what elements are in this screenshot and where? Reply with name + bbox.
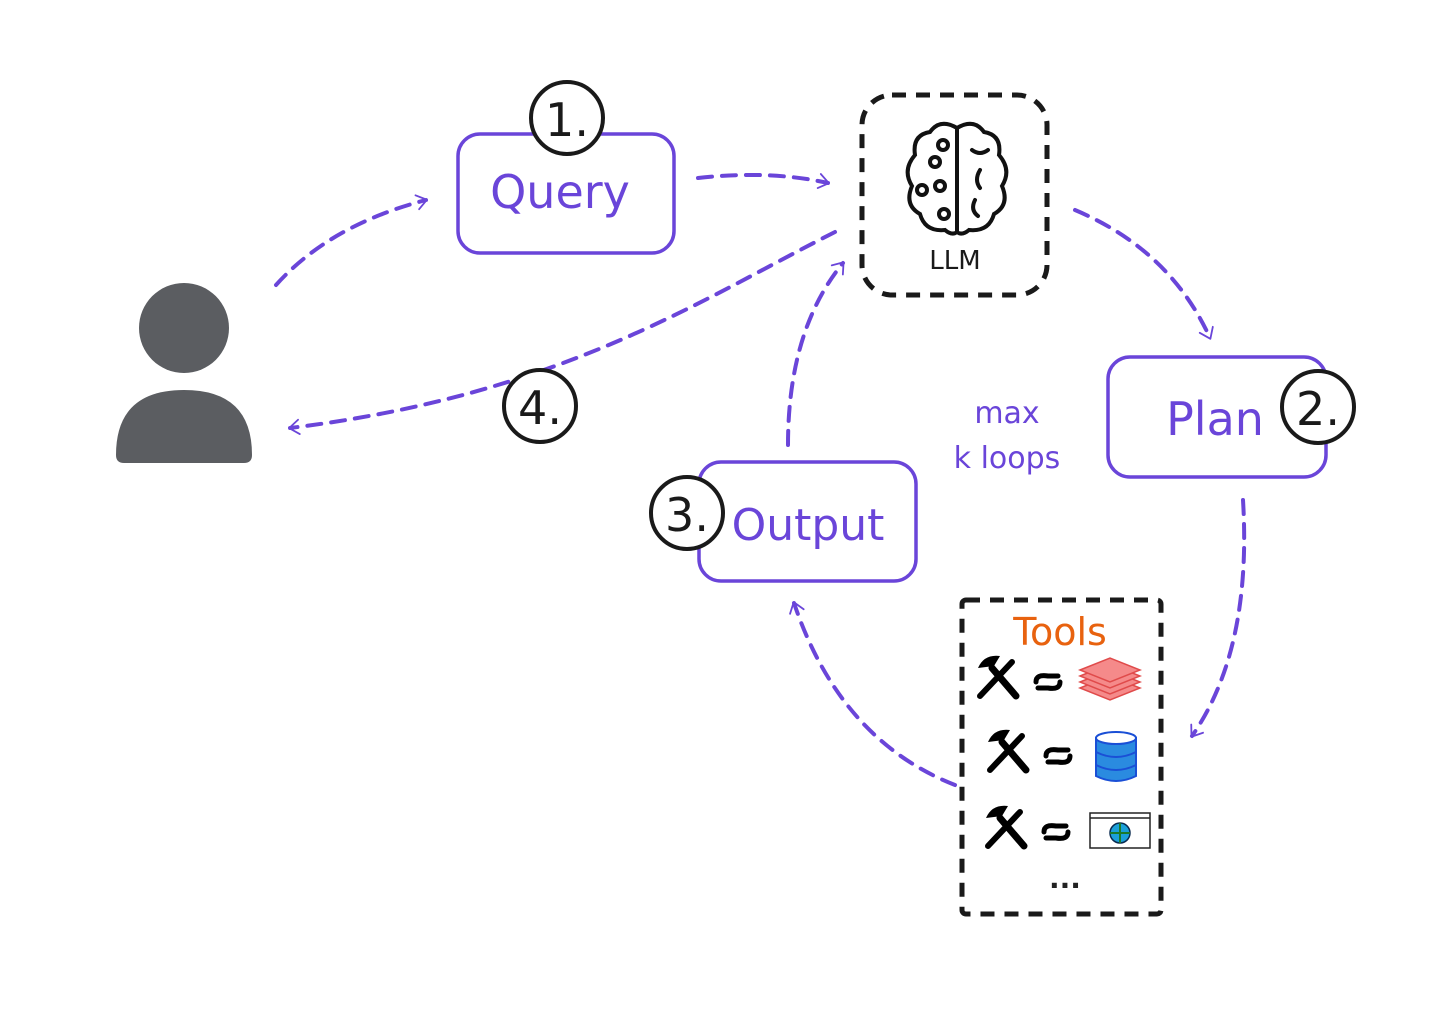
tools-title: Tools <box>1012 610 1107 654</box>
sync-icon <box>1043 747 1073 765</box>
arrow-tools-to-output <box>789 601 957 787</box>
hammer-wrench-icon <box>977 655 1020 700</box>
arrow-query-to-llm <box>696 172 830 189</box>
step-2-label: 2. <box>1296 382 1340 436</box>
arrow-llm-to-plan <box>1073 208 1214 340</box>
plan-label: Plan <box>1166 392 1264 446</box>
tools-more: ... <box>1049 862 1081 895</box>
sync-icon <box>1041 823 1071 841</box>
output-label: Output <box>732 500 885 551</box>
step-3-badge <box>649 475 725 551</box>
query-label: Query <box>490 165 630 219</box>
web-browser-icon <box>1089 812 1151 849</box>
step-4-label: 4. <box>518 381 562 435</box>
step-3-label: 3. <box>665 488 709 542</box>
arrow-user-to-query <box>274 194 428 287</box>
arrow-output-to-llm <box>786 261 845 447</box>
step-1-badge <box>529 80 605 156</box>
sync-icon <box>1033 673 1063 691</box>
step-2-badge <box>1280 369 1356 445</box>
loop-note-max: max <box>974 396 1039 431</box>
arrow-plan-to-tools <box>1190 498 1247 738</box>
hammer-wrench-icon <box>987 729 1030 774</box>
user-icon <box>116 283 252 463</box>
step-4-badge <box>502 368 578 444</box>
hammer-wrench-icon <box>985 805 1028 850</box>
loop-note-k-loops: k loops <box>954 441 1061 476</box>
database-icon <box>1095 731 1137 782</box>
layers-icon <box>1077 657 1143 701</box>
arrow-llm-to-user <box>288 230 837 435</box>
step-1-label: 1. <box>545 93 589 147</box>
brain-circuit-icon <box>905 121 1009 236</box>
llm-label: LLM <box>929 246 980 276</box>
